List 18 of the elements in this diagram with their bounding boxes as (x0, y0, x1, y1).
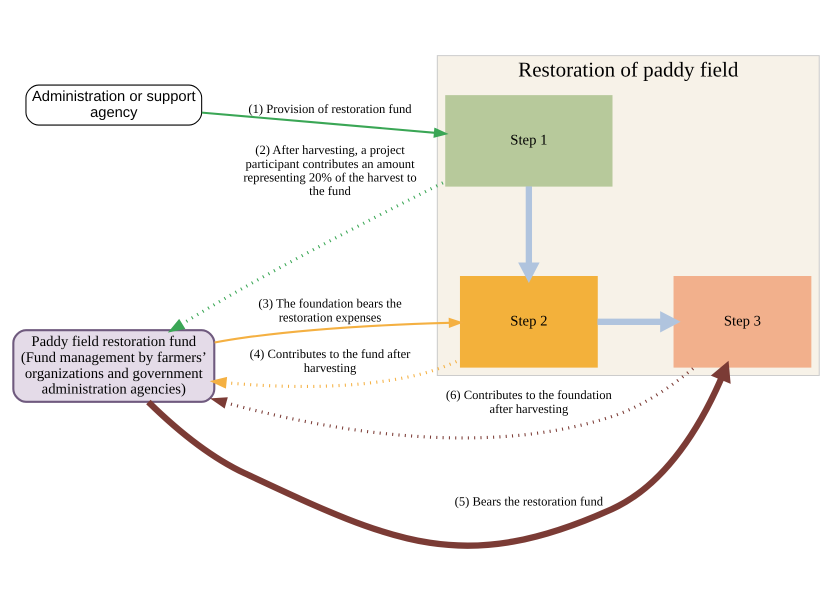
edge-label: (6) Contributes to the foundation after harvesting (445, 388, 612, 416)
edge-label: (2) After harvesting, a project participant contributes an amount representing 20% of the harvest to the fund (242, 142, 416, 198)
node-box: Administration or support agency (24, 84, 202, 126)
edge-label: (3) The foundation bears the restoration expenses (258, 296, 402, 324)
node-box: Step 2 (459, 276, 598, 368)
arrow (209, 366, 696, 439)
arrow (214, 317, 464, 344)
edge-label: (1) Provision of restoration fund (248, 102, 412, 116)
arrow (518, 186, 540, 282)
node-box: Step 1 (444, 94, 612, 186)
edge-label: (5) Bears the restoration fund (454, 494, 603, 508)
node-box: Paddy field restoration fund (Fund management by farmers’ organizations and government administration agencies) (12, 328, 215, 402)
arrow (146, 360, 730, 548)
node-box: Step 3 (673, 276, 811, 368)
arrow (596, 310, 680, 332)
edge-label: (4) Contributes to the fund after harvesting (249, 346, 410, 374)
arrow (167, 180, 446, 332)
arrow (201, 111, 448, 138)
